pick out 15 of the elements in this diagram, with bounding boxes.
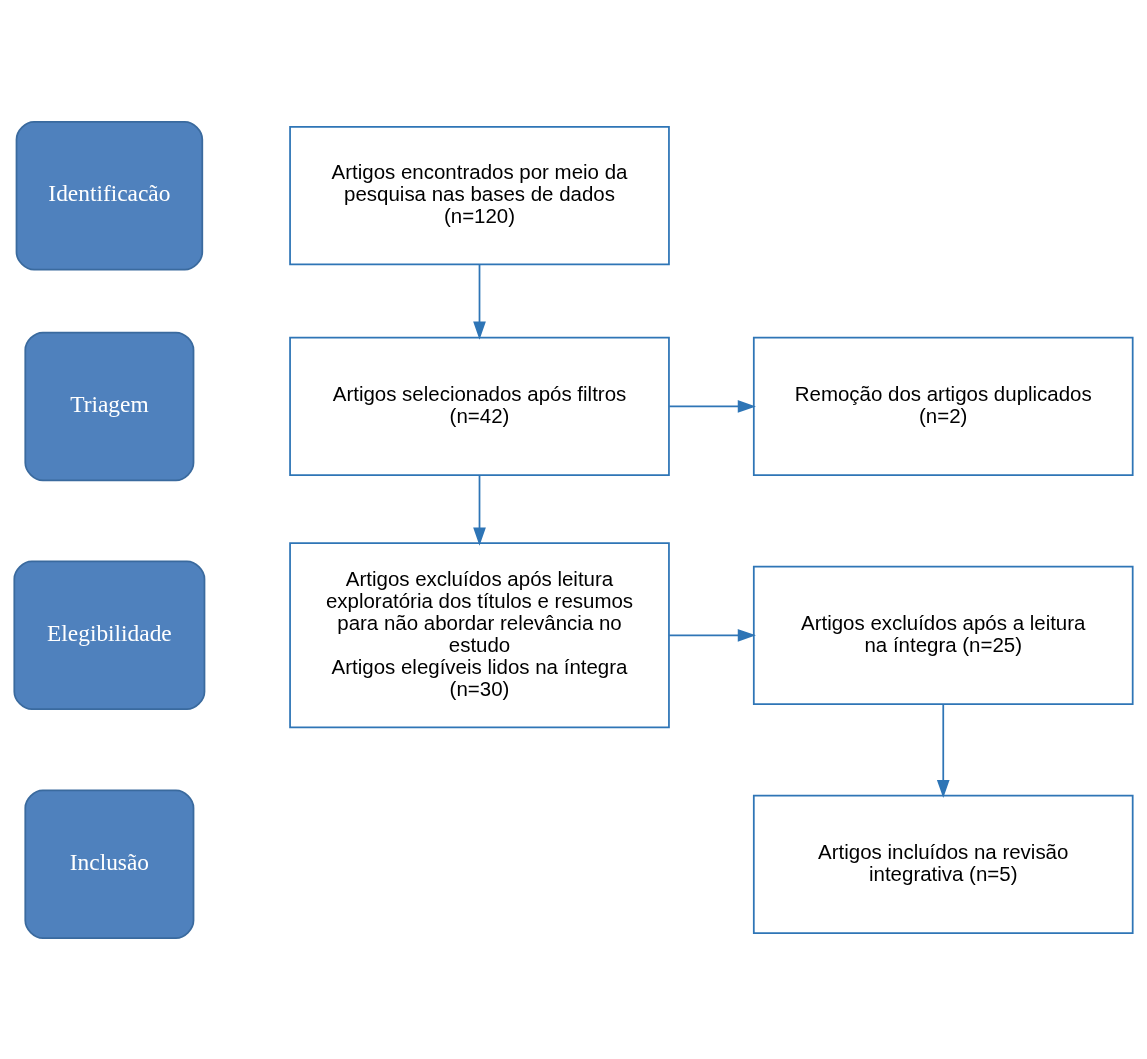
arrow [668, 399, 756, 413]
arrow [668, 628, 756, 642]
node-box: Identificacão [15, 120, 204, 270]
node-box: Artigos selecionados após filtros (n=42) [289, 336, 670, 476]
arrow [473, 263, 486, 340]
node-box: Triagem [24, 331, 195, 481]
node-box: Remoção dos artigos duplicados (n=2) [752, 336, 1134, 476]
node-box: Inclusão [24, 789, 195, 939]
node-box: Artigos excluídos após leitura exploratória dos títulos e resumos para não abordar relevância no estudo Artigos elegíveis lidos na íntegra (n=30) [289, 541, 670, 728]
arrow [473, 474, 486, 546]
node-box: Artigos encontrados por meio da pesquisa nas bases de dados (n=120) [289, 125, 670, 265]
node-box: Artigos excluídos após a leitura na íntegra (n=25) [752, 565, 1134, 705]
node-box: Artigos incluídos na revisão integrativa (n=5) [752, 794, 1134, 934]
arrow [936, 703, 950, 798]
node-box: Elegibilidade [13, 560, 206, 710]
